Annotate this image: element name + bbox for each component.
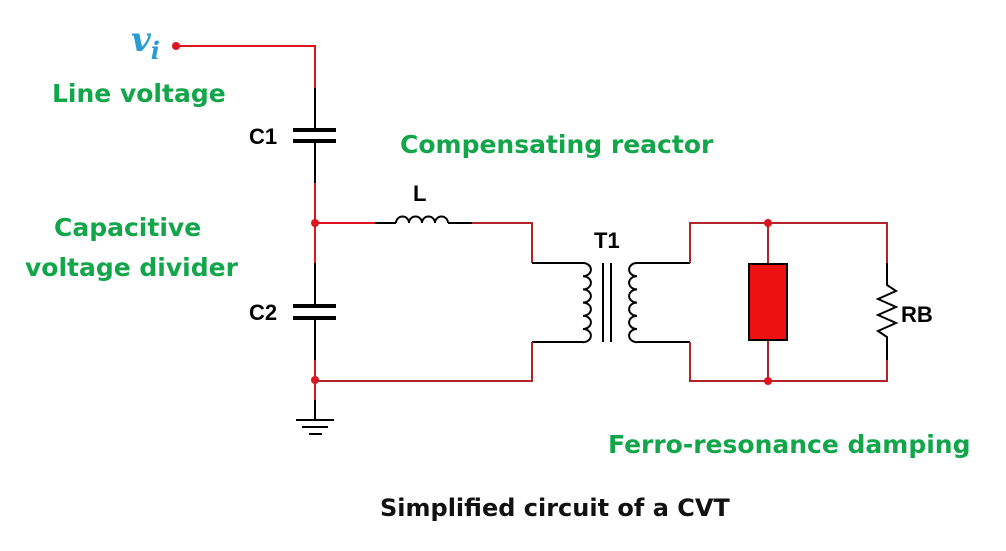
ferro-damping-element — [748, 263, 788, 341]
compensating-reactor-annotation: Compensating reactor — [400, 130, 714, 159]
primary-winding — [582, 262, 592, 344]
c1-label: C1 — [249, 124, 278, 149]
ferro-damping-annotation: Ferro-resonance damping — [608, 430, 971, 459]
transformer-t1 — [582, 262, 638, 344]
capacitive-divider-annotation-line2: voltage divider — [25, 253, 238, 282]
capacitive-divider-annotation-line1: Capacitive — [54, 213, 202, 242]
input-voltage-label: vi — [131, 20, 160, 65]
secondary-winding — [628, 262, 638, 344]
inductor-l — [395, 215, 449, 224]
wire-transformer-return — [315, 341, 583, 382]
input-voltage-subscript: i — [150, 36, 160, 65]
burden-resistor-label: RB — [901, 302, 933, 327]
wire-inductor-to-transformer — [448, 222, 583, 264]
inductor-label: L — [413, 181, 427, 206]
damping-node-bottom — [764, 377, 772, 385]
input-voltage-symbol: v — [131, 20, 151, 60]
input-wire — [176, 45, 316, 130]
resistor-rb — [875, 263, 899, 360]
transformer-label: T1 — [594, 228, 620, 253]
damping-node-top — [764, 219, 772, 227]
c2-label: C2 — [249, 300, 278, 325]
diagram-title: Simplified circuit of a CVT — [380, 494, 730, 522]
input-terminal-node — [172, 42, 180, 50]
secondary-wires — [637, 222, 888, 382]
capacitor-c1 — [293, 128, 336, 143]
line-voltage-annotation: Line voltage — [52, 79, 226, 108]
ground-icon — [296, 419, 334, 435]
capacitor-c2 — [293, 304, 336, 320]
